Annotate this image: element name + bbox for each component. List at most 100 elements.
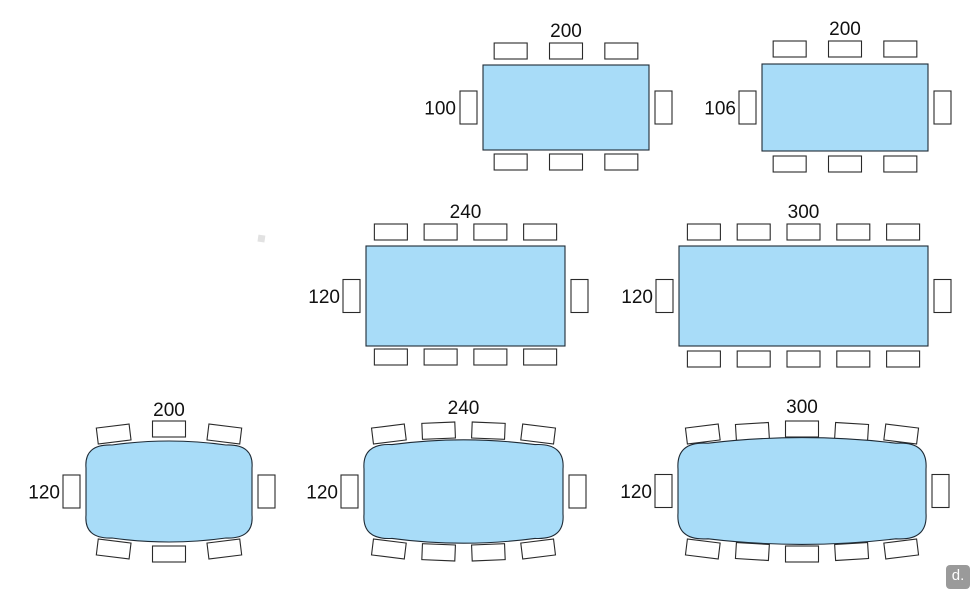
- chair-bottom: [370, 538, 407, 560]
- chair-end-right: [570, 278, 589, 314]
- chair-end-right: [933, 278, 952, 314]
- table-width-label: 120: [308, 287, 340, 308]
- chair-top: [370, 423, 407, 445]
- chair-bottom: [736, 350, 771, 368]
- chair-top: [95, 423, 132, 445]
- chair-end-left: [340, 474, 359, 509]
- chair-bottom: [548, 153, 584, 171]
- chair-top: [373, 223, 408, 241]
- table-length-label: 200: [153, 400, 185, 421]
- table-length-label: 240: [450, 202, 482, 223]
- table-length-label: 240: [448, 398, 480, 419]
- chair-bottom: [151, 545, 187, 563]
- chair-top: [520, 423, 557, 445]
- chair-bottom: [827, 155, 863, 173]
- table-group-t6: 240 120: [306, 398, 587, 562]
- chair-top: [473, 223, 508, 241]
- chair-top: [883, 40, 918, 58]
- chair-top: [784, 420, 820, 438]
- chair-end-right: [931, 473, 950, 509]
- chair-bottom: [772, 155, 807, 173]
- chair-bottom: [493, 153, 528, 171]
- stray-mark: [257, 234, 266, 243]
- chair-top: [786, 223, 821, 241]
- chair-top: [736, 223, 771, 241]
- chair-top: [883, 423, 920, 445]
- table-length-label: 300: [788, 202, 820, 223]
- chair-top: [734, 421, 770, 442]
- chair-end-left: [342, 278, 361, 314]
- chair-top: [151, 420, 187, 438]
- chair-end-right: [933, 90, 952, 125]
- table-width-label: 120: [306, 483, 338, 504]
- table-group-t4: 300 120: [621, 202, 952, 368]
- chair-end-left: [459, 90, 478, 125]
- chair-end-left: [738, 90, 757, 125]
- chair-bottom: [836, 350, 871, 368]
- chair-bottom: [423, 348, 458, 366]
- brand-logo: d.: [946, 565, 970, 589]
- chair-end-left: [62, 474, 81, 509]
- table-top-oval: [85, 440, 253, 543]
- chair-bottom: [686, 350, 721, 368]
- chair-top: [206, 423, 243, 445]
- table-width-label: 106: [704, 99, 736, 120]
- chair-bottom: [883, 155, 918, 173]
- chair-top: [684, 423, 721, 445]
- table-width-label: 100: [424, 99, 456, 120]
- table-top-rect: [482, 64, 650, 151]
- table-group-t2: 200 106: [704, 19, 952, 173]
- chair-top: [834, 421, 870, 442]
- chair-end-right: [257, 474, 276, 509]
- table-length-label: 200: [550, 21, 582, 42]
- chair-bottom: [95, 538, 132, 560]
- chair-top: [548, 42, 584, 60]
- table-top-oval: [363, 439, 564, 544]
- chair-top: [421, 421, 457, 440]
- chair-bottom: [883, 538, 920, 560]
- chair-top: [772, 40, 807, 58]
- chair-top: [836, 223, 871, 241]
- table-top-rect: [678, 245, 929, 347]
- chair-top: [523, 223, 558, 241]
- chair-bottom: [206, 538, 243, 560]
- chair-bottom: [786, 350, 821, 368]
- table-top-oval: [677, 437, 927, 545]
- chair-bottom: [470, 543, 506, 562]
- table-top-rect: [365, 245, 566, 347]
- chair-bottom: [734, 541, 770, 562]
- chair-top: [686, 223, 721, 241]
- chair-top: [886, 223, 921, 241]
- table-group-t5: 200 120: [28, 400, 276, 563]
- table-width-label: 120: [621, 287, 653, 308]
- table-length-label: 200: [829, 19, 861, 40]
- chair-bottom: [784, 545, 820, 563]
- chair-top: [470, 421, 506, 440]
- table-top-rect: [761, 63, 929, 152]
- chair-bottom: [520, 538, 557, 560]
- table-width-label: 120: [28, 483, 60, 504]
- table-group-t3: 240 120: [308, 202, 589, 366]
- chair-end-left: [654, 473, 673, 509]
- chair-bottom: [834, 541, 870, 562]
- chair-top: [604, 42, 639, 60]
- chair-bottom: [473, 348, 508, 366]
- table-width-label: 120: [620, 482, 652, 503]
- chair-end-right: [568, 474, 587, 509]
- table-group-t1: 200 100: [424, 21, 673, 171]
- chair-top: [493, 42, 528, 60]
- chair-bottom: [523, 348, 558, 366]
- chair-end-right: [654, 90, 673, 125]
- chair-bottom: [886, 350, 921, 368]
- chair-bottom: [604, 153, 639, 171]
- chair-top: [827, 40, 863, 58]
- chair-bottom: [373, 348, 408, 366]
- table-group-t7: 300 120: [620, 397, 950, 563]
- table-length-label: 300: [786, 397, 818, 418]
- chair-end-left: [655, 278, 674, 314]
- chair-bottom: [421, 543, 457, 562]
- chair-top: [423, 223, 458, 241]
- chair-bottom: [684, 538, 721, 560]
